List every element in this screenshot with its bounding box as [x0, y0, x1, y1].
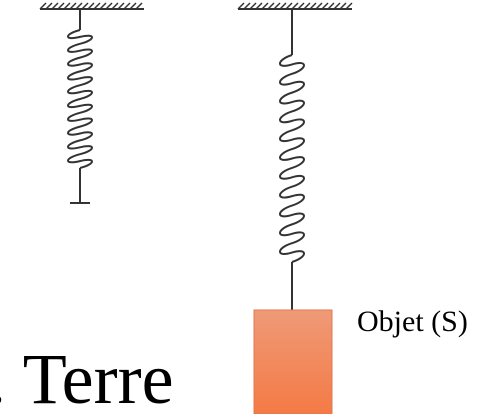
hatch-mark — [291, 2, 299, 10]
earth-label: . Terre — [0, 343, 174, 414]
left-support-hatching — [39, 2, 143, 10]
object-label: Objet (S) — [357, 305, 468, 338]
hatch-mark — [69, 2, 77, 10]
hatch-mark — [309, 2, 317, 10]
hatch-mark — [111, 2, 119, 10]
unloaded-spring — [39, 2, 144, 204]
hatch-mark — [261, 2, 269, 10]
hatch-mark — [333, 2, 341, 10]
left-spring-coil — [67, 29, 93, 169]
hatch-mark — [87, 2, 95, 10]
hatch-mark — [63, 2, 71, 10]
hatch-mark — [345, 2, 353, 10]
hatch-mark — [297, 2, 305, 10]
right-spring-coil — [279, 54, 305, 263]
hatch-mark — [99, 2, 107, 10]
hatch-mark — [51, 2, 59, 10]
hatch-mark — [327, 2, 335, 10]
hatch-mark — [339, 2, 347, 10]
earth-label-text: Terre — [22, 339, 174, 414]
hatch-mark — [321, 2, 329, 10]
hatch-mark — [273, 2, 281, 10]
object-block — [253, 309, 333, 414]
hatch-mark — [105, 2, 113, 10]
hatch-mark — [255, 2, 263, 10]
hatch-mark — [57, 2, 65, 10]
hatch-mark — [315, 2, 323, 10]
right-support-hatching — [237, 2, 353, 10]
hatch-mark — [303, 2, 311, 10]
hatch-mark — [117, 2, 125, 10]
loaded-spring — [237, 2, 353, 310]
hatch-mark — [123, 2, 131, 10]
hatch-mark — [237, 2, 245, 10]
hatch-mark — [249, 2, 257, 10]
hatch-mark — [93, 2, 101, 10]
hatch-mark — [129, 2, 137, 10]
hatch-mark — [39, 2, 47, 10]
hatch-mark — [285, 2, 293, 10]
hatch-mark — [135, 2, 143, 10]
hatch-mark — [279, 2, 287, 10]
hatch-mark — [75, 2, 83, 10]
hatch-mark — [45, 2, 53, 10]
hatch-mark — [267, 2, 275, 10]
hatch-mark — [243, 2, 251, 10]
hatch-mark — [81, 2, 89, 10]
